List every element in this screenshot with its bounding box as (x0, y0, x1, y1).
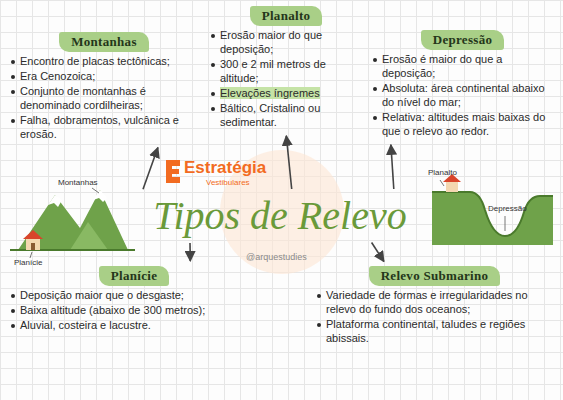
connector-arrow (189, 243, 191, 261)
bullet-text: Variedade de formas e irregularidades no… (326, 289, 528, 315)
bullet-dot (211, 63, 215, 67)
connector-arrow (391, 145, 394, 189)
bullet-row: Baixa altitude (abaixo de 300 metros); (9, 304, 259, 318)
central-title-node: Tipos de Relevo (130, 192, 430, 240)
bullet-row: Era Cenozoica; (9, 70, 199, 84)
bullet-row: Encontro de placas tectônicas; (9, 55, 199, 69)
topic-heading: Montanhas (59, 32, 149, 52)
bullet-dot (11, 60, 15, 64)
illustration-label: Depressão (488, 204, 527, 213)
heading-wrap: Montanhas (9, 32, 199, 55)
connector-arrow (372, 243, 384, 262)
connector-arrow (286, 136, 291, 189)
bullet-dot (11, 90, 15, 94)
bullet-text: Encontro de placas tectônicas; (20, 55, 170, 67)
bullet-dot (11, 119, 15, 123)
bullet-dot (11, 309, 15, 313)
bullet-text: Absoluta: área continental abaixo do nív… (382, 82, 545, 108)
mountain-illustration (10, 188, 135, 258)
bullet-dot (317, 323, 321, 327)
bullet-row: Variedade de formas e irregularidades no… (315, 289, 554, 317)
bullet-row: Deposição maior que o desgaste; (9, 289, 259, 303)
topic-card: PlanícieDeposição maior que o desgaste; B… (6, 264, 262, 336)
heading-wrap: Planície (9, 266, 259, 289)
bullet-text: Erosão maior do que deposição; (220, 29, 322, 55)
bullet-dot (211, 107, 215, 111)
bullet-dot (11, 75, 15, 79)
logo-text: Estratégia (184, 158, 266, 178)
heading-wrap: Planalto (209, 6, 363, 29)
bullet-text: 300 e 2 mil metros de altitude; (220, 58, 326, 84)
topic-heading: Depressão (421, 30, 505, 50)
watermark: @arquestudies (246, 252, 307, 262)
bullet-row: Erosão é maior do que a deposição; (371, 53, 554, 81)
central-title: Tipos de Relevo (133, 194, 427, 238)
bullet-text: Aluvial, costeira e lacustre. (20, 319, 151, 331)
bullet-text: Báltico, Cristalino ou sedimentar. (220, 102, 320, 128)
bullet-text: Erosão é maior do que a deposição; (382, 53, 502, 79)
heading-wrap: Relevo Submarino (315, 266, 554, 289)
topic-heading: Relevo Submarino (369, 266, 501, 286)
logo-subtext: Vestibulares (206, 178, 250, 187)
topic-heading: Planície (99, 266, 169, 286)
bullet-text: Deposição maior que o desgaste; (20, 289, 184, 301)
bullet-text: Relativa: altitudes mais baixas do que o… (382, 111, 545, 137)
connector-arrow (143, 148, 158, 190)
illustration-label: Planície (14, 258, 42, 267)
bullet-row: Falha, dobramentos, vulcânica e erosão. (9, 114, 199, 142)
bullet-row: Relativa: altitudes mais baixas do que o… (371, 111, 554, 139)
bullet-text: Elevações íngremes (220, 87, 320, 99)
bullet-row: 300 e 2 mil metros de altitude; (209, 58, 363, 86)
topic-card: PlanaltoErosão maior do que deposição; 30… (206, 4, 366, 133)
bullet-dot (373, 58, 377, 62)
bullet-dot (211, 92, 215, 96)
bullet-text: Baixa altitude (abaixo de 300 metros); (20, 304, 205, 316)
bullet-row: Plataforma continental, taludes e regiõe… (315, 318, 554, 346)
topic-card: Relevo SubmarinoVariedade de formas e ir… (312, 264, 557, 349)
bullet-dot (11, 324, 15, 328)
illustration-label: Montanhas (58, 178, 98, 187)
bullet-text: Conjunto de montanhas é denominado cordi… (20, 85, 146, 111)
bullet-text: Era Cenozoica; (20, 70, 95, 82)
depression-illustration (432, 174, 553, 245)
bullet-row: Erosão maior do que deposição; (209, 29, 363, 57)
topic-card: DepressãoErosão é maior do que a deposiç… (368, 28, 557, 142)
bullet-row: Conjunto de montanhas é denominado cordi… (9, 85, 199, 113)
heading-wrap: Depressão (371, 30, 554, 53)
bullet-dot (373, 87, 377, 91)
bullet-row: Báltico, Cristalino ou sedimentar. (209, 102, 363, 130)
bullet-row: Aluvial, costeira e lacustre. (9, 319, 259, 333)
bullet-text: Plataforma continental, taludes e regiõe… (326, 318, 525, 344)
bullet-dot (211, 34, 215, 38)
bullet-dot (11, 294, 15, 298)
bullet-row: Absoluta: área continental abaixo do nív… (371, 82, 554, 110)
bullet-dot (317, 294, 321, 298)
bullet-row: Elevações íngremes (209, 87, 363, 101)
illustration-label: Planalto (428, 168, 457, 177)
topic-heading: Planalto (250, 6, 323, 26)
topic-card: MontanhasEncontro de placas tectônicas; E… (6, 30, 202, 145)
bullet-text: Falha, dobramentos, vulcânica e erosão. (20, 114, 179, 140)
logo-icon (166, 160, 180, 183)
bullet-dot (373, 116, 377, 120)
